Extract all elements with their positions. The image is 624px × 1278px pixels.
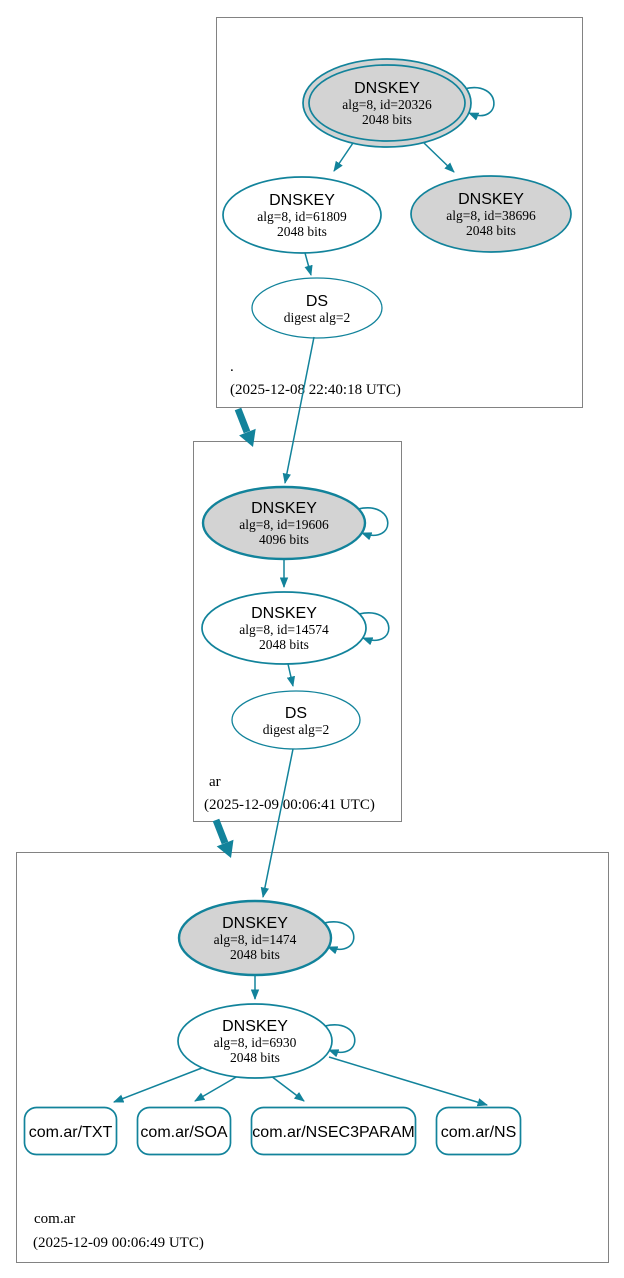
edge-ds-root-to-dnskey-19606 [282, 336, 315, 485]
ds-ar-detail: digest alg=2 [263, 722, 329, 737]
dnskey-61809-bits: 2048 bits [277, 224, 327, 239]
dnskey-38696-ellipse [410, 175, 572, 253]
cross-zone-edges [212, 336, 315, 899]
dnskey-1474-type: DNSKEY [222, 915, 288, 932]
dnskey-6930-detail: alg=8, id=6930 [214, 1035, 297, 1050]
dnskey-61809-ellipse [222, 176, 382, 254]
node-dnskey-20326[interactable]: DNSKEY alg=8, id=20326 2048 bits [302, 58, 472, 148]
zone-root: DNSKEY alg=8, id=20326 2048 bits DNSKEY … [216, 17, 583, 408]
selfsign-loop-dnskey-6930 [324, 1024, 356, 1058]
delegation-arrow-ar-to-com-ar [212, 818, 234, 858]
dnskey-1474-bits: 2048 bits [230, 947, 280, 962]
node-dnskey-14574[interactable]: DNSKEY alg=8, id=14574 2048 bits [201, 591, 367, 665]
dnskey-38696-detail: alg=8, id=38696 [446, 208, 536, 223]
zone-label-ar: ar [209, 774, 221, 790]
selfsign-loop-dnskey-1474 [323, 921, 355, 955]
dnskey-20326-detail: alg=8, id=20326 [342, 97, 432, 112]
edge-dnskey-6930-to-soa [194, 1075, 239, 1102]
dnskey-61809-type: DNSKEY [269, 192, 335, 209]
dnskey-19606-bits: 4096 bits [259, 532, 309, 547]
rrset-txt-box [23, 1106, 118, 1156]
edge-dnskey-6930-to-txt [113, 1065, 208, 1103]
ds-root-ellipse [251, 277, 383, 339]
dnskey-20326-outer-ellipse [302, 58, 472, 148]
dnskey-38696-bits: 2048 bits [466, 223, 516, 238]
rrset-soa-label: com.ar/SOA [140, 1124, 227, 1141]
selfsign-loop-dnskey-14574 [358, 612, 390, 646]
rrset-nsec3param-label: com.ar/NSEC3PARAM [252, 1124, 414, 1141]
dnskey-6930-type: DNSKEY [222, 1018, 288, 1035]
node-ds-root[interactable]: DS digest alg=2 [251, 277, 383, 339]
dnskey-14574-bits: 2048 bits [259, 637, 309, 652]
zone-ar: DNSKEY alg=8, id=19606 4096 bits DNSKEY … [193, 441, 402, 822]
dnskey-14574-detail: alg=8, id=14574 [239, 622, 329, 637]
rrset-ns-box [435, 1106, 522, 1156]
dnskey-38696-type: DNSKEY [458, 191, 524, 208]
node-dnskey-1474[interactable]: DNSKEY alg=8, id=1474 2048 bits [177, 899, 333, 977]
dnskey-19606-ellipse [201, 485, 367, 561]
delegation-arrow-root-to-ar [234, 407, 256, 447]
dnskey-1474-ellipse [177, 899, 333, 977]
dnskey-20326-inner-ellipse [308, 64, 466, 142]
rrset-com-ar-soa[interactable]: com.ar/SOA [136, 1106, 232, 1156]
zone-timestamp-ar: (2025-12-09 00:06:41 UTC) [204, 797, 375, 813]
dnskey-19606-detail: alg=8, id=19606 [239, 517, 329, 532]
edge-dnskey-61809-to-ds [304, 252, 313, 277]
dnskey-20326-type: DNSKEY [354, 80, 420, 97]
rrset-ns-label: com.ar/NS [441, 1124, 517, 1141]
node-ds-ar[interactable]: DS digest alg=2 [231, 690, 361, 750]
zone-timestamp-root: (2025-12-08 22:40:18 UTC) [230, 382, 401, 398]
zone-label-root: . [230, 359, 234, 375]
node-dnskey-38696[interactable]: DNSKEY alg=8, id=38696 2048 bits [410, 175, 572, 253]
rrset-com-ar-nsec3param[interactable]: com.ar/NSEC3PARAM [250, 1106, 417, 1156]
dnskey-19606-type: DNSKEY [251, 500, 317, 517]
dnskey-6930-ellipse [177, 1003, 333, 1079]
selfsign-loop-dnskey-19606 [357, 507, 389, 541]
rrset-com-ar-ns[interactable]: com.ar/NS [435, 1106, 522, 1156]
node-dnskey-6930[interactable]: DNSKEY alg=8, id=6930 2048 bits [177, 1003, 333, 1079]
dnskey-20326-bits: 2048 bits [362, 112, 412, 127]
selfsign-loop-dnskey-20326 [463, 86, 495, 121]
rrset-com-ar-txt[interactable]: com.ar/TXT [23, 1106, 118, 1156]
node-dnskey-61809[interactable]: DNSKEY alg=8, id=61809 2048 bits [222, 176, 382, 254]
edge-ds-ar-to-dnskey-1474 [260, 748, 294, 899]
node-dnskey-19606[interactable]: DNSKEY alg=8, id=19606 4096 bits [201, 485, 367, 561]
rrset-nsec3param-box [250, 1106, 417, 1156]
ds-ar-ellipse [231, 690, 361, 750]
ds-ar-type: DS [285, 705, 307, 722]
dnskey-1474-detail: alg=8, id=1474 [214, 932, 297, 947]
zone-timestamp-com-ar: (2025-12-09 00:06:49 UTC) [33, 1235, 204, 1251]
edge-dnskey-14574-to-ds [286, 663, 296, 688]
edge-dnskey-20326-to-61809 [333, 142, 354, 172]
zone-label-com-ar: com.ar [34, 1211, 75, 1227]
ds-root-type: DS [306, 293, 328, 310]
rrset-txt-label: com.ar/TXT [29, 1124, 113, 1141]
dnskey-6930-bits: 2048 bits [230, 1050, 280, 1065]
rrset-soa-box [136, 1106, 232, 1156]
dnskey-14574-type: DNSKEY [251, 605, 317, 622]
ds-root-detail: digest alg=2 [284, 310, 350, 325]
dnskey-61809-detail: alg=8, id=61809 [257, 209, 347, 224]
zone-com-ar: DNSKEY alg=8, id=1474 2048 bits DNSKEY a… [16, 852, 609, 1263]
edge-dnskey-20326-to-38696 [423, 142, 455, 173]
edge-dnskey-6930-to-nsec3param [270, 1075, 305, 1102]
dnskey-14574-ellipse [201, 591, 367, 665]
edge-dnskey-6930-to-ns [328, 1056, 489, 1107]
